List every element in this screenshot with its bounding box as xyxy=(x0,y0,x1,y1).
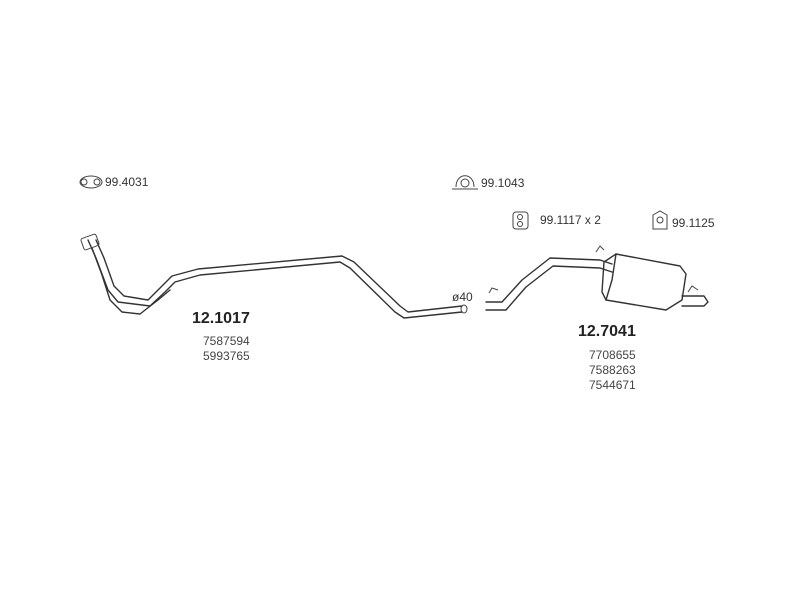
front-pipe-ref: 7587594 xyxy=(203,334,250,348)
rear-muffler-drawing xyxy=(485,245,709,311)
rear-muffler-part-number: 12.7041 xyxy=(578,323,636,340)
hanger-99-1125-label: 99.1125 xyxy=(672,216,715,230)
front-pipe-reference-list: 7587594 5993765 xyxy=(203,334,250,364)
rear-muffler-ref: 7544671 xyxy=(589,378,636,392)
rubber-hanger-icon xyxy=(512,211,529,230)
diameter-label: ø40 xyxy=(452,290,473,304)
flange-gasket-icon xyxy=(79,175,103,189)
mounting-bracket-icon xyxy=(652,210,668,230)
rear-muffler-ref: 7588263 xyxy=(589,363,636,377)
clamp-99-1043-label: 99.1043 xyxy=(481,176,525,190)
clamp-99-4031-label: 99.4031 xyxy=(105,175,149,189)
front-pipe-drawing xyxy=(80,233,468,319)
front-pipe-part-number: 12.1017 xyxy=(192,310,250,327)
pipe-clamp-icon xyxy=(452,175,478,190)
rear-muffler-ref: 7708655 xyxy=(589,348,636,362)
rear-muffler-reference-list: 7708655 7588263 7544671 xyxy=(589,348,636,393)
front-pipe-ref: 5993765 xyxy=(203,349,250,363)
hanger-99-1117-label: 99.1117 x 2 xyxy=(540,213,601,227)
